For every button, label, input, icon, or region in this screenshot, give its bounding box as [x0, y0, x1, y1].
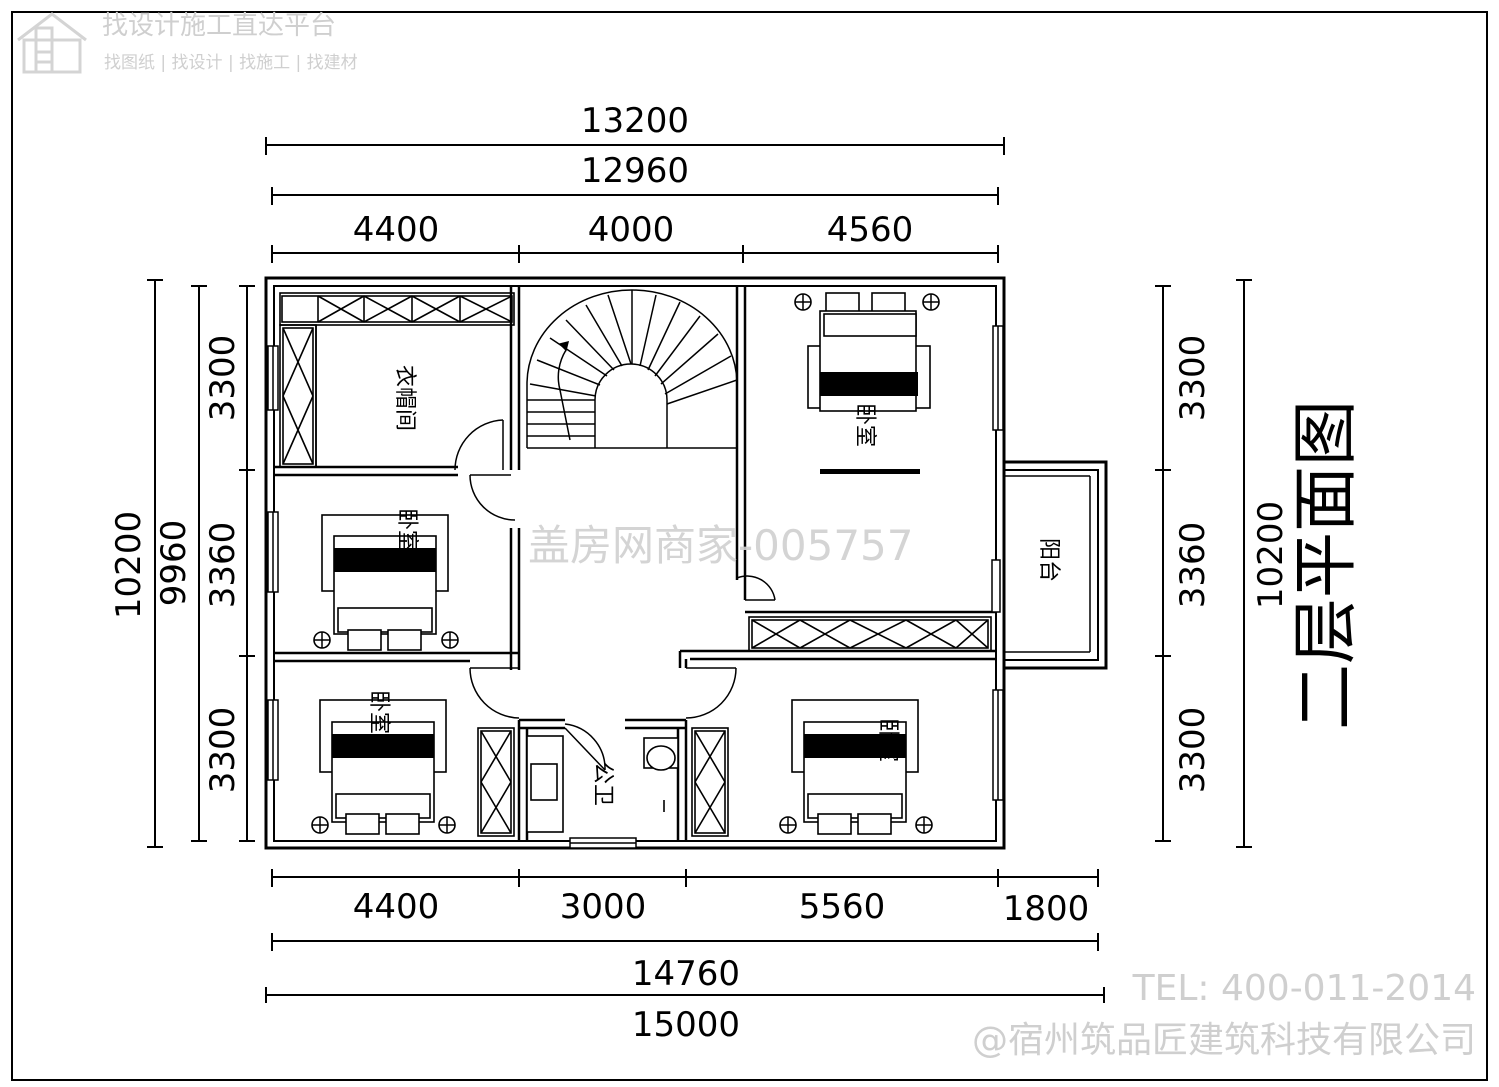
bathroom-fixtures: [526, 735, 679, 833]
bed-bottom-left: [311, 699, 456, 835]
room-label-bedroom-left-middle: 卧室: [394, 508, 419, 552]
wardrobe-bottom-left: [477, 727, 515, 837]
dim-left-total-outer: 10200: [109, 511, 149, 619]
dim-left-segment-2: 3360: [203, 522, 243, 609]
room-label-balcony: 阳台: [1036, 538, 1061, 582]
bed-left-middle: [313, 514, 459, 651]
wardrobe-cloakroom: [279, 292, 515, 468]
dim-bottom-segment-1: 4400: [353, 887, 440, 927]
plan-title: 二层平面图: [1287, 400, 1364, 730]
dim-bottom-segment-4: 1800: [1003, 889, 1090, 929]
watermark-brand-main: 找设计施工直达平台: [102, 11, 336, 41]
dim-left-segment-3: 3300: [203, 707, 243, 794]
bed-top-right: [794, 292, 940, 474]
room-label-cloakroom: 衣帽间: [392, 365, 417, 431]
room-label-bedroom-top-right: 卧室: [852, 403, 877, 447]
watermark-company: @宿州筑品匠建筑科技有限公司: [972, 1020, 1476, 1061]
wardrobe-balcony-side: [748, 616, 992, 652]
watermark-phone: TEL: 400-011-2014: [1132, 968, 1476, 1009]
right-dimension-lines: [1155, 279, 1252, 848]
bed-bottom-right: [779, 699, 933, 835]
watermark-center: 盖房网商家-005757: [528, 521, 914, 570]
balcony-structure: [991, 460, 1108, 670]
house-logo-icon: [17, 12, 87, 74]
dim-top-segment-2: 4000: [588, 210, 675, 250]
room-label-bedroom-bottom-left: 卧室: [366, 690, 391, 734]
dim-bottom-total-outer: 15000: [632, 1005, 740, 1045]
watermark-brand-sub: 找图纸 | 找设计 | 找施工 | 找建材: [104, 53, 358, 73]
spiral-staircase: [526, 289, 738, 449]
sheet-border: [11, 11, 1488, 1081]
top-dimension-lines: [265, 137, 1005, 263]
dim-right-total: 10200: [1251, 501, 1291, 609]
doors: [454, 419, 776, 771]
windows: [267, 325, 1004, 849]
dim-top-segment-1: 4400: [353, 210, 440, 250]
dim-right-segment-2: 3360: [1173, 522, 1213, 609]
left-dimension-lines: [147, 279, 255, 848]
dim-top-segment-3: 4560: [827, 210, 914, 250]
dim-left-total-inner: 9960: [154, 520, 194, 607]
dim-bottom-segment-2: 3000: [560, 887, 647, 927]
wardrobe-bottom-right: [691, 727, 729, 837]
bottom-dimension-lines: [265, 869, 1105, 1003]
dim-top-total-inner: 12960: [581, 151, 689, 191]
dim-bottom-total-inner: 14760: [632, 954, 740, 994]
room-label-public-bathroom: 公卫: [590, 762, 615, 806]
room-label-bedroom-bottom-right: 卧室: [875, 718, 900, 762]
dim-right-segment-3: 3300: [1173, 707, 1213, 794]
dim-bottom-segment-3: 5560: [799, 887, 886, 927]
dim-top-total-outer: 13200: [581, 101, 689, 141]
dim-right-segment-1: 3300: [1173, 335, 1213, 422]
dim-left-segment-1: 3300: [203, 335, 243, 422]
